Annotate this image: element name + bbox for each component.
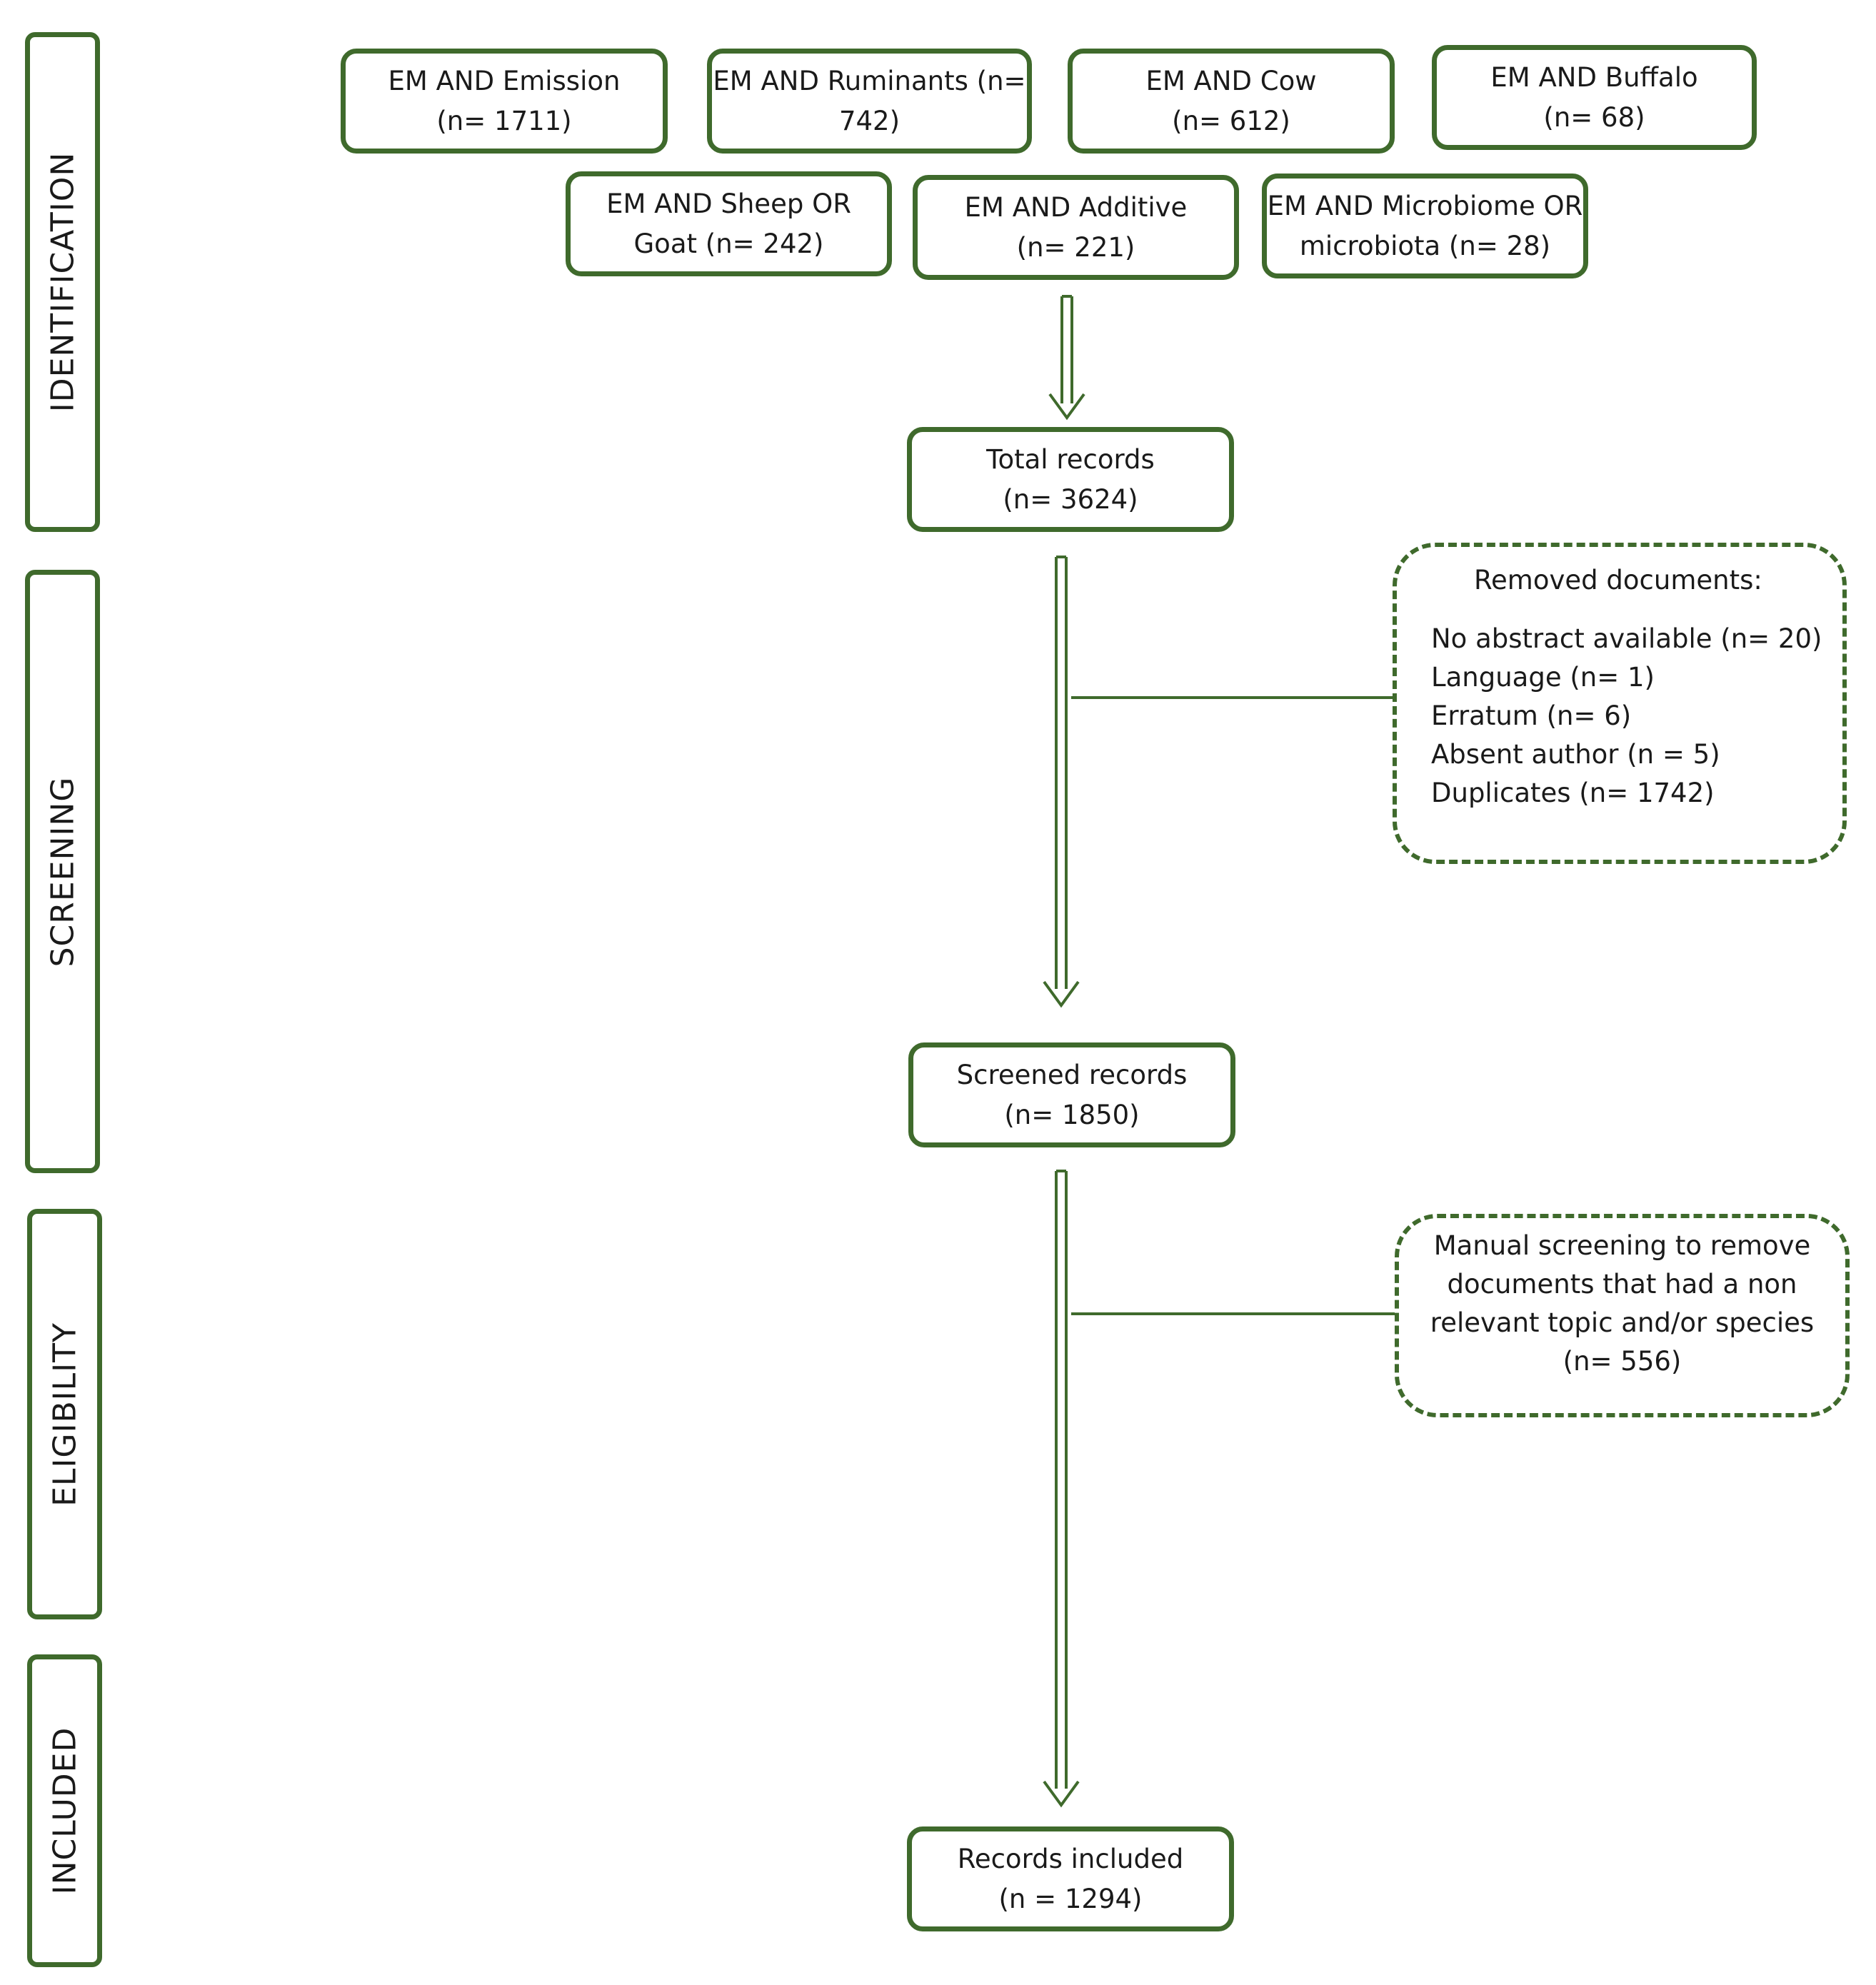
search-box-emission: EM AND Emission (n= 1711): [341, 49, 668, 154]
screened-records-count: (n= 1850): [1004, 1099, 1140, 1130]
stage-screening: SCREENING: [25, 570, 100, 1173]
search-box-count: (n= 1711): [436, 105, 572, 136]
stage-label: ELIGIBILITY: [46, 1322, 83, 1507]
search-box-buffalo: EM AND Buffalo (n= 68): [1432, 45, 1757, 150]
search-box-sheep-goat: EM AND Sheep OR Goat (n= 242): [566, 171, 892, 276]
stage-label: IDENTIFICATION: [44, 151, 81, 413]
search-box-count: (n= 68): [1543, 101, 1645, 133]
records-included-label: Records included: [957, 1843, 1184, 1874]
stage-label: SCREENING: [44, 776, 81, 967]
arrow-to-screened: [1043, 556, 1080, 1008]
search-box-ruminants: EM AND Ruminants (n= 742): [707, 49, 1032, 154]
removed-documents-title: Removed documents:: [1474, 565, 1762, 596]
stage-identification: IDENTIFICATION: [25, 32, 100, 532]
records-included-count: (n = 1294): [998, 1883, 1143, 1914]
search-box-title: EM AND Microbiome OR: [1267, 190, 1583, 221]
removed-item: Duplicates (n= 1742): [1431, 778, 1715, 808]
search-box-count: microbiota (n= 28): [1299, 230, 1551, 261]
total-records-box: Total records (n= 3624): [907, 427, 1234, 532]
search-box-count: (n= 612): [1172, 105, 1290, 136]
search-box-microbiome: EM AND Microbiome OR microbiota (n= 28): [1262, 174, 1588, 278]
stage-eligibility: ELIGIBILITY: [27, 1209, 102, 1619]
search-box-title: EM AND Cow: [1145, 65, 1317, 96]
removed-item: No abstract available (n= 20): [1431, 623, 1822, 654]
arrow-to-total: [1048, 295, 1085, 421]
manual-screening-line: Manual screening to remove: [1433, 1230, 1811, 1261]
manual-screening-line: documents that had a non: [1447, 1269, 1797, 1300]
manual-screening-line: relevant topic and/or species: [1430, 1307, 1815, 1338]
search-box-title: EM AND Emission: [388, 65, 621, 96]
stage-included: INCLUDED: [27, 1654, 102, 1967]
removed-documents-note: Removed documents: No abstract available…: [1393, 543, 1847, 864]
search-box-count: 742): [838, 105, 901, 136]
total-records-count: (n= 3624): [1003, 483, 1138, 515]
manual-screening-note: Manual screening to remove documents tha…: [1395, 1214, 1850, 1417]
search-box-count: (n= 221): [1016, 231, 1135, 263]
search-box-count: Goat (n= 242): [633, 228, 824, 259]
screened-records-label: Screened records: [956, 1059, 1188, 1090]
stage-label: INCLUDED: [46, 1727, 83, 1895]
records-included-box: Records included (n = 1294): [907, 1826, 1234, 1931]
search-box-title: EM AND Ruminants (n=: [713, 65, 1026, 96]
removed-item: Language (n= 1): [1431, 662, 1655, 693]
search-box-title: EM AND Sheep OR: [606, 188, 851, 219]
removed-item: Absent author (n = 5): [1431, 739, 1720, 770]
search-box-title: EM AND Additive: [964, 191, 1188, 223]
total-records-label: Total records: [986, 443, 1155, 475]
search-box-cow: EM AND Cow (n= 612): [1068, 49, 1395, 154]
arrow-to-included: [1043, 1170, 1080, 1808]
screened-records-box: Screened records (n= 1850): [908, 1042, 1235, 1147]
removed-item: Erratum (n= 6): [1431, 700, 1632, 731]
search-box-title: EM AND Buffalo: [1490, 61, 1698, 93]
search-box-additive: EM AND Additive (n= 221): [913, 175, 1239, 280]
manual-screening-count: (n= 556): [1563, 1346, 1682, 1377]
